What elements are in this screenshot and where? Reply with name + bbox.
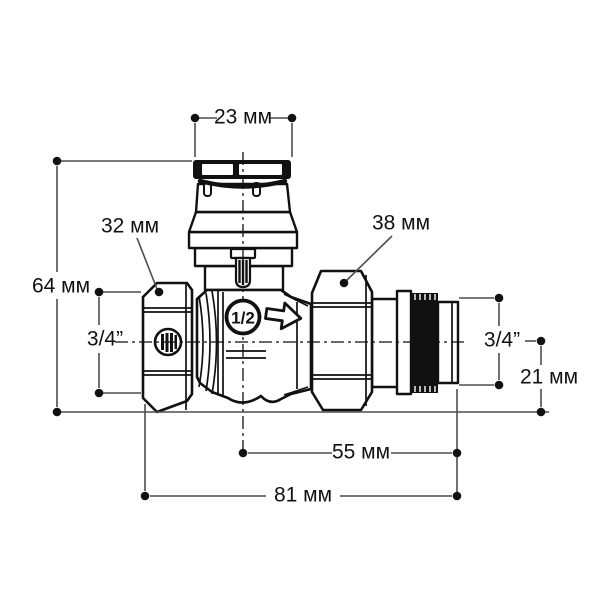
dimension-left-nut: 32 мм bbox=[101, 215, 164, 297]
dimension-axis-to-end: 55 мм bbox=[238, 389, 462, 495]
outlet-assembly bbox=[370, 289, 460, 396]
right-union-nut bbox=[310, 269, 374, 412]
dim-label-total-length: 81 мм bbox=[274, 484, 332, 507]
dimension-tail-length: 21 мм bbox=[520, 336, 578, 417]
dimension-right-thread: 3/4” bbox=[459, 293, 536, 390]
cap-slot-right bbox=[239, 164, 282, 175]
thread-ticks bbox=[414, 294, 436, 392]
dim-label-cap-width: 23 мм bbox=[214, 106, 272, 129]
size-marking-circle: 1/2 bbox=[224, 298, 262, 336]
valve-drawing bbox=[141, 160, 460, 414]
left-union-nut bbox=[141, 281, 194, 414]
dimension-right-nut: 38 мм bbox=[339, 212, 430, 288]
dim-label-total-height: 64 мм bbox=[32, 275, 90, 298]
tailpiece-ring bbox=[198, 295, 204, 388]
dim-label-axis-to-end: 55 мм bbox=[332, 441, 390, 464]
valve-cap bbox=[193, 160, 291, 189]
dim-label-right-thread: 3/4” bbox=[484, 329, 520, 352]
dimension-cap-width: 23 мм bbox=[190, 106, 297, 157]
flow-direction-arrow bbox=[264, 301, 303, 331]
dimension-total-length: 81 мм bbox=[140, 404, 462, 507]
tailpiece-ring bbox=[205, 292, 211, 392]
dimension-left-thread: 3/4” bbox=[87, 287, 141, 398]
dim-label-right-nut: 38 мм bbox=[372, 212, 430, 235]
thread-black-section bbox=[410, 293, 438, 393]
cap-slot-left bbox=[202, 164, 233, 175]
dimension-total-height: 64 мм bbox=[32, 156, 549, 417]
size-marking-text: 1/2 bbox=[231, 309, 255, 328]
dim-label-left-nut: 32 мм bbox=[101, 215, 159, 238]
dim-label-tail-length: 21 мм bbox=[520, 366, 578, 389]
dim-label-left-thread: 3/4” bbox=[87, 328, 123, 351]
